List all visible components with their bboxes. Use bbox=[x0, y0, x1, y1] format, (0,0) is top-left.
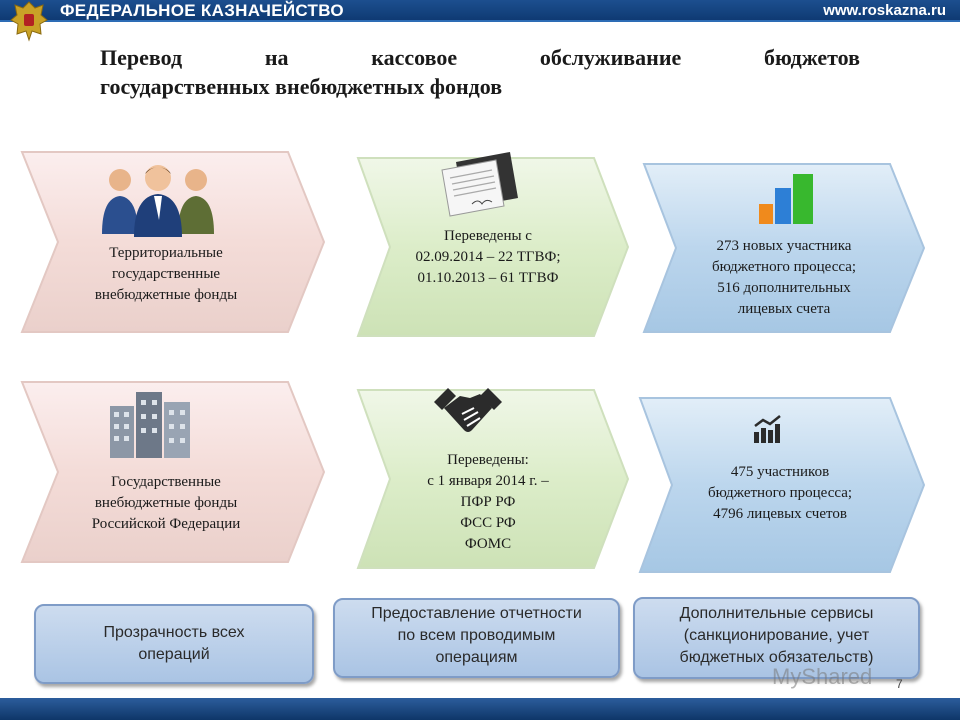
growth-chart-icon bbox=[754, 415, 781, 443]
page-number: 7 bbox=[896, 677, 903, 691]
bar-chart-icon bbox=[759, 174, 813, 224]
page-title: Перевод на кассовое обслуживание бюджето… bbox=[100, 43, 860, 101]
buildings-icon bbox=[110, 392, 190, 458]
handshake-icon bbox=[434, 388, 502, 432]
emblem-icon bbox=[10, 1, 48, 42]
pill-additional-services: Дополнительные сервисы(санкционирование,… bbox=[633, 597, 920, 679]
people-icon bbox=[102, 165, 214, 237]
watermark: MyShared bbox=[772, 664, 873, 689]
documents-icon bbox=[441, 152, 518, 217]
organization-name: ФЕДЕРАЛЬНОЕ КАЗНАЧЕЙСТВО bbox=[60, 1, 344, 20]
footer-bar bbox=[0, 698, 960, 720]
site-url[interactable]: www.roskazna.ru bbox=[823, 2, 946, 19]
title-line-2: государственных внебюджетных фондов bbox=[100, 74, 503, 99]
title-line-1: Перевод на кассовое обслуживание бюджето… bbox=[100, 45, 860, 70]
header-bar: ФЕДЕРАЛЬНОЕ КАЗНАЧЕЙСТВО www.roskazna.ru bbox=[0, 0, 960, 42]
